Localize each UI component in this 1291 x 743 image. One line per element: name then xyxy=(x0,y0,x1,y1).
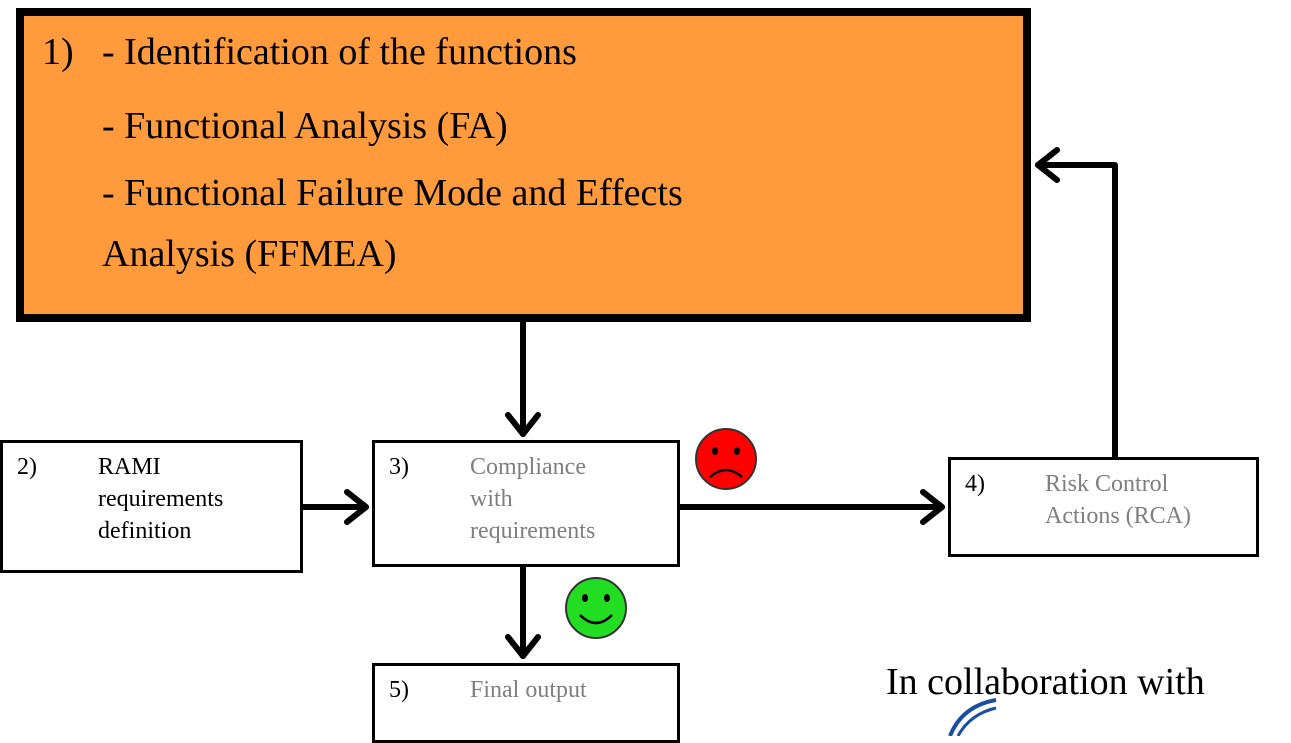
happy-face-circle xyxy=(565,577,627,639)
step-3-line: requirements xyxy=(470,518,596,544)
step-2-line: requirements xyxy=(98,486,224,512)
step-5-line: Final output xyxy=(470,677,587,703)
step-3-line: Compliance xyxy=(470,454,586,480)
sad-face-mouth xyxy=(709,468,743,478)
step-2-line: definition xyxy=(98,518,192,544)
step-4-box: 4) Risk Control Actions (RCA) xyxy=(948,457,1259,557)
sad-face-eye xyxy=(712,447,718,455)
step-1-line-ffmea-cont: Analysis (FFMEA) xyxy=(102,233,397,275)
step-5-label: Final output xyxy=(470,674,587,706)
step-2-label: RAMI requirements definition xyxy=(98,451,223,547)
step-3-line: with xyxy=(470,486,513,512)
happy-face-icon xyxy=(565,577,627,639)
step-1-line-functional-analysis: - Functional Analysis (FA) xyxy=(102,105,508,147)
arrowhead-4-to-1 xyxy=(1035,147,1060,183)
arrow-4-to-1 xyxy=(1035,162,1118,460)
step-1-box: 1) - Identification of the functions - F… xyxy=(16,8,1031,322)
step-3-box: 3) Compliance with requirements xyxy=(372,440,680,567)
step-4-number: 4) xyxy=(965,471,985,497)
step-4-label: Risk Control Actions (RCA) xyxy=(1045,468,1191,532)
happy-face-eye xyxy=(582,594,588,602)
sad-face-circle xyxy=(695,428,757,490)
step-3-label: Compliance with requirements xyxy=(470,451,595,547)
step-4-line: Actions (RCA) xyxy=(1045,503,1191,529)
step-1-line-identification: - Identification of the functions xyxy=(102,31,577,73)
sad-face-eye xyxy=(734,447,740,455)
step-1-line-ffmea: - Functional Failure Mode and Effects xyxy=(102,172,683,214)
step-5-box: 5) Final output xyxy=(372,663,680,743)
step-2-line: RAMI xyxy=(98,454,161,480)
happy-face-mouth xyxy=(579,614,613,625)
partner-logo-icon xyxy=(948,698,997,736)
collaboration-text: In collaboration with xyxy=(886,661,1205,703)
step-5-number: 5) xyxy=(389,677,409,703)
step-2-number: 2) xyxy=(17,454,37,480)
arrowhead-3-to-4 xyxy=(920,489,945,525)
sad-face-icon xyxy=(695,428,757,490)
happy-face-eye xyxy=(604,594,610,602)
step-3-number: 3) xyxy=(389,454,409,480)
arrowhead-3-to-5 xyxy=(505,634,541,659)
arrowhead-2-to-3 xyxy=(344,489,369,525)
arrowhead-1-to-3 xyxy=(505,412,541,437)
step-4-line: Risk Control xyxy=(1045,471,1169,497)
step-1-number: 1) xyxy=(42,31,74,73)
